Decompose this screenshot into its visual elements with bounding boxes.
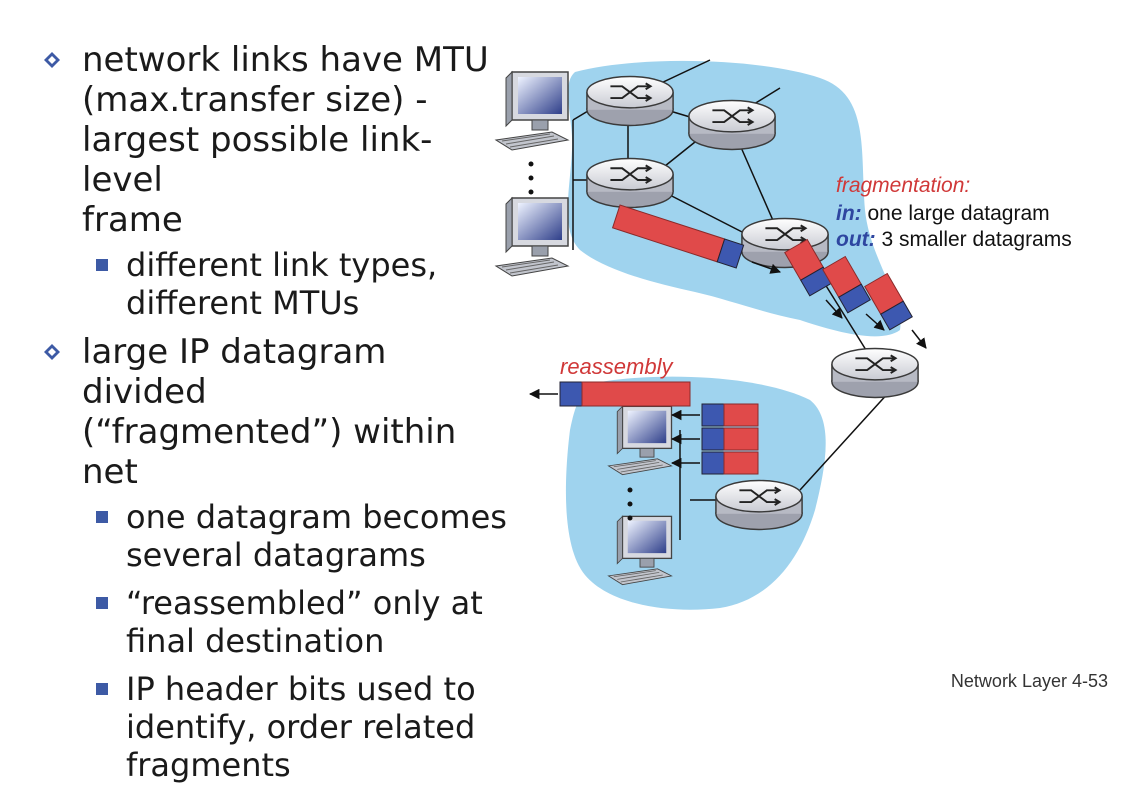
subbullet-text-line: “reassembled” only at <box>126 584 483 622</box>
arriving-fragments <box>701 403 759 475</box>
bullet-text-line: large IP datagram divided <box>82 332 387 412</box>
square-bullet-icon <box>96 259 108 271</box>
ellipsis-dots-icon <box>528 161 534 195</box>
bullet-text-line: network links have MTU <box>82 40 489 80</box>
bullet-text-line: (“fragmented”) within net <box>82 412 457 492</box>
bullet-fragmented: large IP datagram divided (“fragmented”)… <box>38 332 508 492</box>
in-text: one large datagram <box>862 202 1050 225</box>
fragment-1 <box>784 238 833 297</box>
subbullet-text-line: different link types, <box>126 246 438 284</box>
bullet-mtu: network links have MTU (max.transfer siz… <box>38 40 508 240</box>
fragmentation-diagram: fragmentation: in: one large datagram ou… <box>495 59 1072 610</box>
fragmentation-title: fragmentation: <box>836 174 970 197</box>
square-bullet-icon <box>96 597 108 609</box>
host-computer-icon <box>607 515 673 586</box>
ellipsis-dots-icon <box>627 487 633 521</box>
out-label: out: <box>836 228 876 251</box>
fragment-arrows <box>825 299 927 349</box>
large-datagram <box>611 204 745 269</box>
bullet-text-line: (max.transfer size) - <box>82 80 428 120</box>
host-computer-icon <box>495 71 569 151</box>
host-computer-icon <box>607 405 673 476</box>
subbullet-text-line: one datagram becomes <box>126 498 507 536</box>
subbullet-link-types: different link types, different MTUs <box>38 246 508 322</box>
fragment-2 <box>822 255 871 314</box>
fragment-3 <box>864 272 913 331</box>
router-icon <box>585 75 675 127</box>
square-bullet-icon <box>96 683 108 695</box>
reassembled-datagram <box>559 381 691 407</box>
fragmentation-out-line: out: 3 smaller datagrams <box>836 228 1072 251</box>
router-icon <box>687 99 777 151</box>
subbullet-text-line: identify, order related <box>126 708 476 746</box>
in-label: in: <box>836 202 862 225</box>
diamond-bullet-icon <box>44 344 60 360</box>
reassembly-title: reassembly <box>560 354 674 379</box>
bullet-text-line: largest possible link-level <box>82 120 433 200</box>
fragmentation-in-line: in: one large datagram <box>836 202 1050 225</box>
subbullet-text-line: different MTUs <box>126 284 360 322</box>
subbullet-text-line: several datagrams <box>126 536 426 574</box>
router-icon <box>714 479 804 531</box>
host-computer-icon <box>495 197 569 277</box>
subbullet-reassembled: “reassembled” only at final destination <box>38 584 508 660</box>
square-bullet-icon <box>96 511 108 523</box>
out-text: 3 smaller datagrams <box>876 228 1072 251</box>
subbullet-header-bits: IP header bits used to identify, order r… <box>38 670 508 784</box>
subbullet-text-line: fragments <box>126 746 291 784</box>
slide-footer: Network Layer 4-53 <box>950 671 1108 691</box>
subbullet-one-becomes-several: one datagram becomes several datagrams <box>38 498 508 574</box>
diamond-bullet-icon <box>44 52 60 68</box>
subbullet-text-line: final destination <box>126 622 385 660</box>
into-host-arrows <box>670 409 700 469</box>
router-icon <box>585 157 675 209</box>
router-icon <box>830 347 920 399</box>
bullet-text-line: frame <box>82 200 183 240</box>
